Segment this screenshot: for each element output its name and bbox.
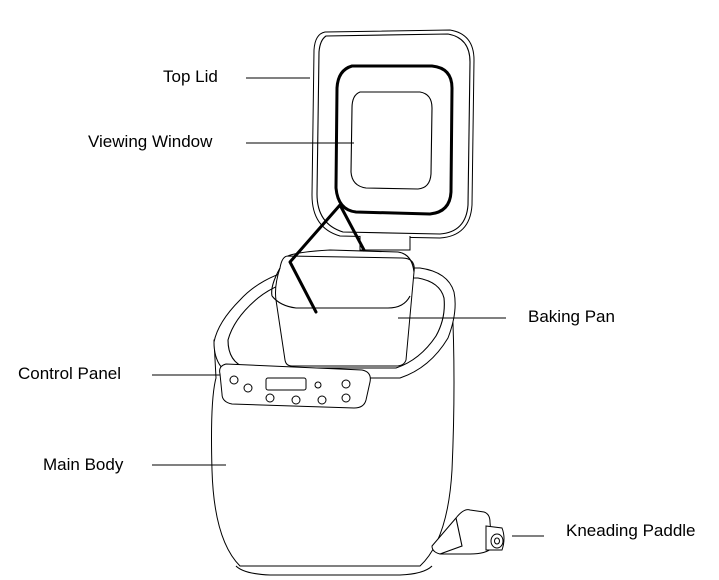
label-control-panel: Control Panel [18,364,122,383]
label-kneading-paddle: Kneading Paddle [566,521,696,540]
label-main-body: Main Body [43,455,124,474]
label-viewing-window: Viewing Window [88,132,213,151]
label-top-lid: Top Lid [163,67,218,86]
viewing-window [334,64,454,216]
label-baking-pan: Baking Pan [528,307,615,326]
control-panel [219,363,371,409]
kneading-paddle-part [431,509,505,555]
pan-handle [288,203,366,314]
